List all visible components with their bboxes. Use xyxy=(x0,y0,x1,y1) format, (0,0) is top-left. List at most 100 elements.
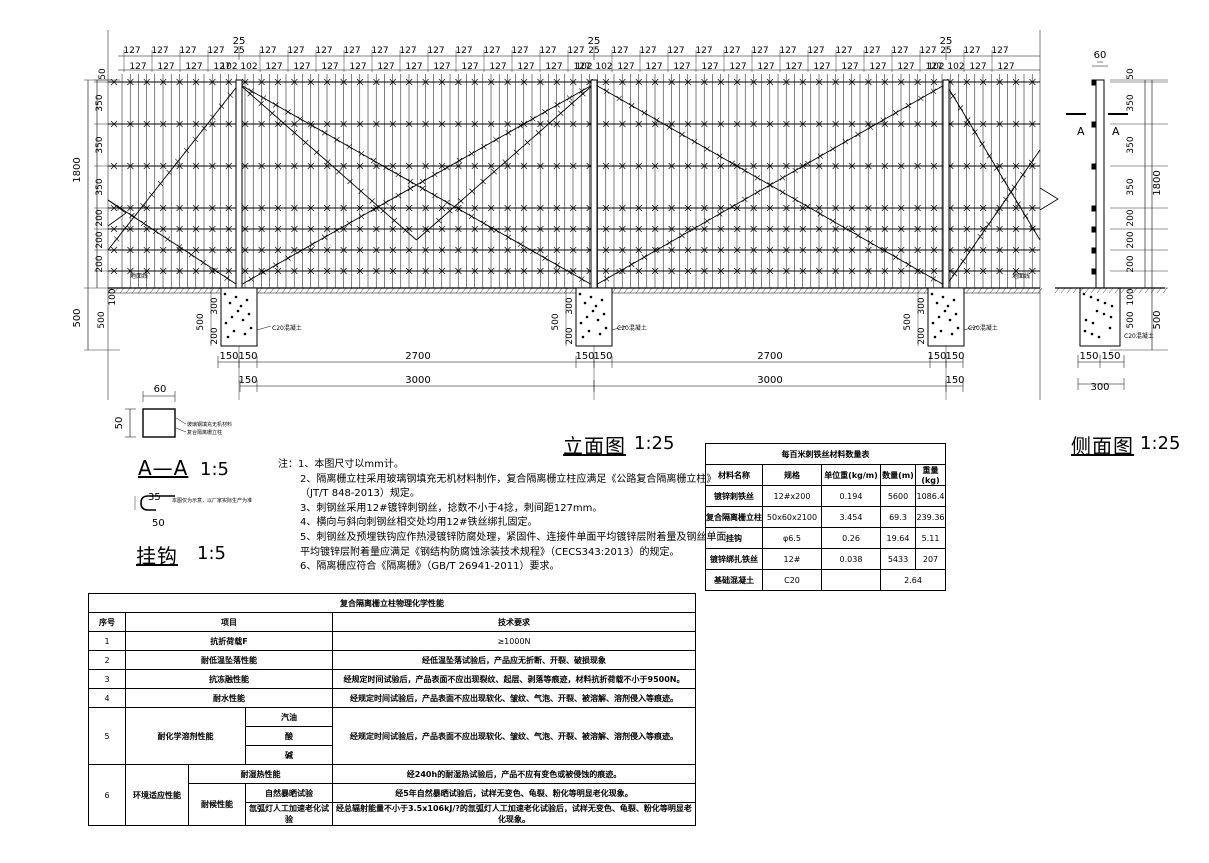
dim-label: 127 xyxy=(489,62,506,72)
ground-label-left: 地面线 xyxy=(130,272,148,280)
dim-label: 127 xyxy=(729,62,746,72)
dim-label: 127 xyxy=(617,62,634,72)
dim-label: 500 xyxy=(97,311,107,328)
hook-title: 挂钩 xyxy=(136,544,178,568)
side-base-width: 300 xyxy=(1090,382,1109,393)
elevation-scale: 1:25 xyxy=(634,433,675,454)
height-label: 350 xyxy=(95,94,105,111)
prop-cell: 耐湿热性能 xyxy=(188,764,333,784)
prop-header: 序号 xyxy=(88,612,126,632)
mat-cell: 12# xyxy=(762,548,822,570)
post-width-label: 25 xyxy=(588,36,601,47)
aa-label-2: 复合隔离栅立柱 xyxy=(187,429,222,436)
note-line: 6、隔离栅应符合《隔离栅》（GB/T 26941-2011）要求。 xyxy=(300,561,560,573)
post-width-label: 25 xyxy=(940,36,953,47)
dim-label: 300 xyxy=(917,297,927,314)
dim-label: 102 xyxy=(927,62,944,72)
post-width-label: 25 xyxy=(233,46,244,56)
dimension-lines xyxy=(84,46,1168,510)
dim-label: 127 xyxy=(287,46,304,56)
height-label: 50 xyxy=(98,68,108,80)
prop-cell: 耐水性能 xyxy=(125,688,333,708)
mat-cell: 239.36 xyxy=(915,506,946,528)
dim-label: 300 xyxy=(210,297,220,314)
table-row: 6 环境适应性能 耐湿热性能 经240h的耐湿热试验后，产品不应有变色或被侵蚀的… xyxy=(88,764,696,826)
dim-label: 150 xyxy=(238,375,257,386)
prop-cell: 汽油 xyxy=(245,707,333,727)
dim-label: 127 xyxy=(265,62,282,72)
dim-label: 127 xyxy=(897,62,914,72)
property-table-title: 复合隔离栅立柱物理化学性能 xyxy=(88,593,696,613)
material-table-title: 每百米刺铁丝材料数量表 xyxy=(705,443,946,465)
elev-concrete-label-2: C20混凝土 xyxy=(617,324,647,332)
dim-label: 150 xyxy=(219,351,238,362)
mat-cell: 5433 xyxy=(880,548,916,570)
dim-label: 127 xyxy=(869,62,886,72)
dim-label: 127 xyxy=(343,46,360,56)
dim-label: 127 xyxy=(207,46,224,56)
dim-label: 127 xyxy=(123,46,140,56)
prop-cell: 2 xyxy=(88,650,126,670)
dim-label: 127 xyxy=(185,62,202,72)
elevation-title: 立面图 xyxy=(563,434,626,458)
dim-label: 127 xyxy=(611,46,628,56)
mat-header: 重量(kg) xyxy=(915,464,946,486)
note-line: 3、刺钢丝采用12#镀锌刺钢丝，捻数不小于4捻，刺间距127mm。 xyxy=(300,502,603,514)
dim-label: 127 xyxy=(517,62,534,72)
mat-cell: 69.3 xyxy=(880,506,916,528)
side-height-label: 350 xyxy=(1126,94,1136,111)
note-line: （JT/T 848-2013）规定。 xyxy=(300,488,420,500)
mat-cell: 207 xyxy=(915,548,946,570)
prop-cell: 经低温坠落试验后，产品应无折断、开裂、破损现象 xyxy=(332,650,696,670)
dim-label: 127 xyxy=(259,46,276,56)
mat-cell: 镀锌刺铁丝 xyxy=(705,485,763,507)
dim-label: 127 xyxy=(963,46,980,56)
side-height-label: 350 xyxy=(1126,136,1136,153)
table-row: 4 耐水性能 经规定时间试验后，产品表面不应出现软化、皱纹、气泡、开裂、被溶解、… xyxy=(88,688,696,708)
dim-label: 127 xyxy=(545,62,562,72)
section-aa-title: A—A xyxy=(138,456,189,480)
dim-label: 127 xyxy=(455,46,472,56)
dim-label: 127 xyxy=(539,46,556,56)
dim-label: 200 xyxy=(917,327,927,344)
dim-label: 102 xyxy=(595,62,612,72)
mat-cell: 0.038 xyxy=(821,548,881,570)
table-row: 基础混凝土 C20 2.64 xyxy=(705,569,946,591)
dim-label: 102 xyxy=(220,62,237,72)
section-mark-left: A xyxy=(1077,125,1085,138)
side-total-height: 1800 xyxy=(1152,170,1163,195)
dim-label: 127 xyxy=(841,62,858,72)
dim-label: 150 xyxy=(593,351,612,362)
note-line: 平均镀锌层附着量应满足《钢结构防腐蚀涂装技术规程》（CECS343:2013）的… xyxy=(300,546,680,558)
aa-width: 60 xyxy=(154,384,167,395)
note-line: 注：1、本图尺寸以mm计。 xyxy=(278,459,404,470)
dim-label: 127 xyxy=(919,46,936,56)
property-table: 复合隔离栅立柱物理化学性能 序号 项目 技术要求 1 抗折荷载F ≥1000N … xyxy=(88,593,696,826)
post-width-label: 25 xyxy=(588,46,599,56)
dim-label: 127 xyxy=(757,62,774,72)
dim-label: 150 xyxy=(575,351,594,362)
prop-cell: 环境适应性能 xyxy=(125,764,189,826)
prop-cell: 6 xyxy=(88,764,126,826)
fence-structure xyxy=(107,30,1168,511)
post-width-label: 25 xyxy=(233,36,246,47)
prop-cell: 经5年自然暴晒试验后，试样无变色、龟裂、粉化等明显老化现象。 xyxy=(332,783,696,803)
dim-label: 150 xyxy=(238,351,257,362)
height-label: 350 xyxy=(95,178,105,195)
dim-label: 127 xyxy=(785,62,802,72)
table-row: 挂钩 φ6.5 0.26 19.64 5.11 xyxy=(705,527,946,549)
table-row: 5 耐化学溶剂性能 汽油 经规定时间试验后，产品表面不应出现软化、皱纹、气泡、开… xyxy=(88,707,696,765)
dim-label: 300 xyxy=(565,297,575,314)
prop-cell: 4 xyxy=(88,688,126,708)
dim-label: 102 xyxy=(947,62,964,72)
mat-cell: 3.454 xyxy=(821,506,881,528)
height-label: 200 xyxy=(95,231,105,248)
side-view-scale: 1:25 xyxy=(1140,433,1181,454)
side-height-label: 200 xyxy=(1126,255,1136,272)
aa-height: 50 xyxy=(114,417,125,430)
side-top-width: 60 xyxy=(1094,50,1107,61)
dim-label: 3000 xyxy=(405,375,430,386)
dim-label: 127 xyxy=(567,46,584,56)
wire-mesh xyxy=(107,74,1041,288)
prop-cell: 氙弧灯人工加速老化试验 xyxy=(245,802,333,826)
